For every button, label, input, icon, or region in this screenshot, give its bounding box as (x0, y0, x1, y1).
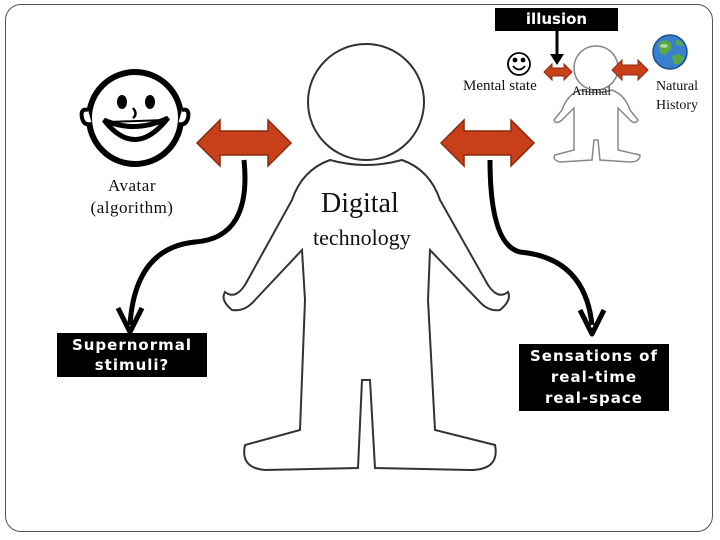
curved-arrow-left (115, 159, 248, 335)
natural-history-line1: Natural (656, 79, 698, 94)
human-figure-icon (553, 45, 641, 163)
supernormal-line2: stimuli? (94, 356, 170, 374)
central-human-figure-icon (222, 43, 510, 472)
supernormal-stimuli-box: Supernormal stimuli? (57, 333, 207, 377)
avatar-line1: Avatar (108, 176, 156, 195)
sensations-line1: Sensations of (530, 347, 658, 365)
digital-label: Digital (321, 188, 399, 219)
slide-frame (5, 4, 713, 532)
illusion-label: illusion (495, 8, 618, 31)
small-smiley-face-icon (507, 52, 531, 76)
avatar-label: Avatar (algorithm) (76, 175, 188, 219)
natural-history-label: Natural History (648, 77, 706, 115)
double-arrow-right (439, 118, 536, 168)
mental-state-label: Mental state (463, 78, 537, 94)
smiley-face-icon (79, 69, 191, 167)
avatar-line2: (algorithm) (90, 198, 174, 217)
sensations-line2: real-time (550, 368, 638, 386)
globe-icon (652, 34, 688, 70)
double-arrow-small-right (611, 58, 649, 82)
sensations-line3: real-space (545, 389, 643, 407)
double-arrow-small-left (543, 62, 573, 82)
supernormal-line1: Supernormal (71, 336, 193, 354)
natural-history-line2: History (656, 98, 698, 113)
double-arrow-left (195, 118, 293, 168)
illusion-text: illusion (525, 10, 588, 28)
curved-arrow-right (487, 159, 607, 337)
animal-label: Animal (572, 83, 611, 98)
illusion-down-arrow (550, 30, 564, 65)
sensations-box: Sensations of real-time real-space (519, 344, 669, 411)
technology-label: technology (313, 225, 411, 250)
